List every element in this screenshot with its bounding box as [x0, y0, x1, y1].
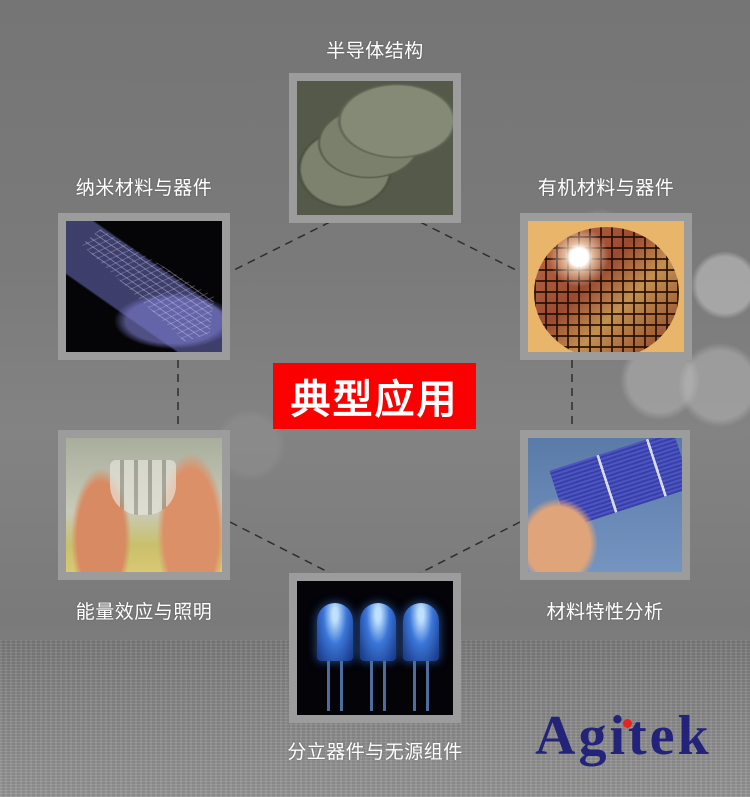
label-organic: 有机材料与器件 [537, 177, 675, 199]
carbon-nanotube-image [66, 221, 222, 352]
frame-organic [520, 213, 692, 360]
sem-micrograph-image [297, 81, 453, 215]
flexible-film-image [66, 438, 222, 572]
led-bulb [360, 603, 396, 711]
logo-red-dot [623, 719, 632, 728]
frame-discrete [289, 573, 461, 723]
blue-led-image [297, 581, 453, 715]
frame-nano [58, 213, 230, 360]
agitek-logo: Agitek [535, 705, 712, 767]
led-bulb [403, 603, 439, 711]
label-material: 材料特性分析 [546, 601, 664, 623]
led-bulb [317, 603, 353, 711]
solar-cell-image [528, 438, 682, 572]
label-nano: 纳米材料与器件 [75, 177, 213, 199]
label-discrete: 分立器件与无源组件 [287, 741, 463, 763]
frame-energy [58, 430, 230, 580]
center-title-badge: 典型应用 [273, 363, 476, 429]
label-energy: 能量效应与照明 [75, 601, 213, 623]
label-semiconductor: 半导体结构 [326, 40, 424, 62]
silicon-wafer-image [528, 221, 684, 352]
frame-material [520, 430, 690, 580]
frame-semiconductor [289, 73, 461, 223]
